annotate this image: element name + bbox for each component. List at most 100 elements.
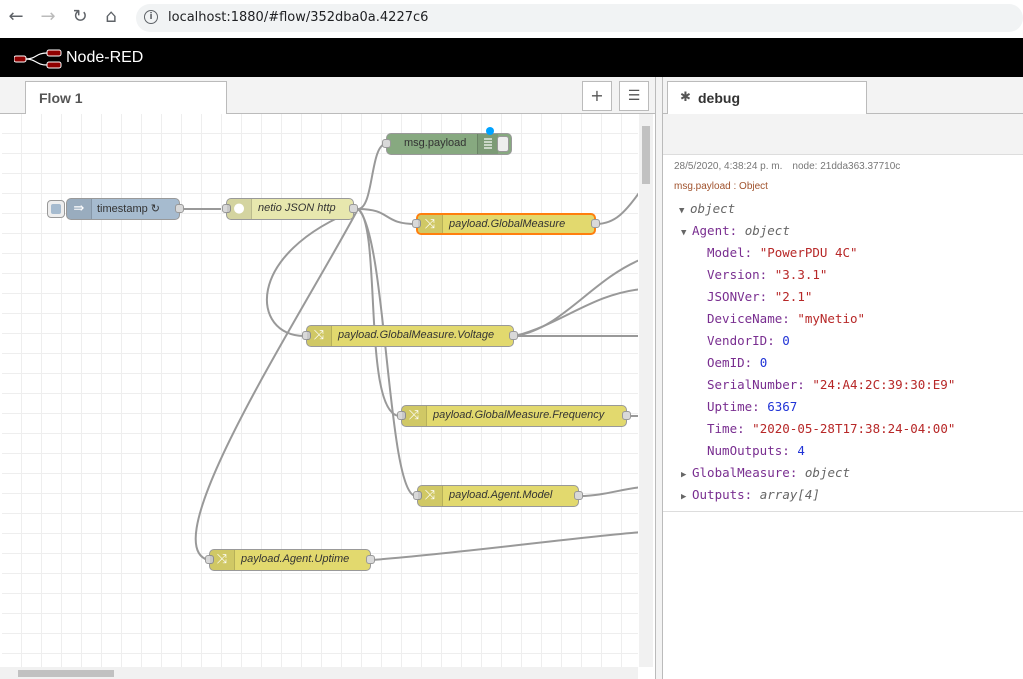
wire-voltage-out1	[514, 259, 638, 337]
sidebar-tabs: ✱ debug	[663, 77, 1023, 114]
output-port[interactable]	[509, 331, 518, 340]
wire-netio-voltage	[265, 208, 359, 337]
node-payload-frequency[interactable]: ⤨ payload.GlobalMeasure.Frequency	[397, 405, 631, 427]
caret-right-icon[interactable]: ▶	[681, 492, 687, 502]
change-node-icon: ⤨	[307, 326, 332, 346]
add-flow-button[interactable]: +	[582, 81, 612, 111]
caret-down-icon[interactable]: ▼	[679, 206, 685, 216]
wire-netio-msgpayload	[357, 143, 387, 210]
input-port[interactable]	[397, 411, 406, 420]
node-label: payload.GlobalMeasure.Frequency	[433, 409, 605, 421]
output-port[interactable]	[591, 219, 600, 228]
bug-icon: ✱	[680, 90, 691, 105]
wire-netio-model	[357, 208, 417, 497]
tree-field: Version: "3.3.1"	[707, 267, 828, 282]
tree-field: VendorID: 0	[707, 333, 790, 348]
input-port[interactable]	[382, 139, 391, 148]
node-timestamp[interactable]: ⇛ timestamp ↻	[47, 198, 184, 220]
back-icon[interactable]: ←	[8, 6, 24, 27]
inject-arrow-icon: ⇛	[67, 199, 92, 219]
tab-flow-1[interactable]: Flow 1	[25, 81, 227, 114]
node-label: payload.GlobalMeasure.Voltage	[338, 329, 495, 341]
output-port[interactable]	[366, 555, 375, 564]
debug-toggle-button[interactable]	[497, 136, 509, 152]
wire-model-out	[579, 486, 638, 497]
input-port[interactable]	[413, 491, 422, 500]
node-label: netio JSON http	[258, 202, 336, 214]
wire-netio-frequency	[357, 208, 401, 417]
output-port[interactable]	[175, 204, 184, 213]
debug-sidebar: ✱ debug 28/5/2020, 4:38:24 p. m. node: 21…	[663, 77, 1023, 679]
tree-field: OemID: 0	[707, 355, 768, 370]
inject-button[interactable]	[47, 200, 65, 218]
input-port[interactable]	[222, 204, 231, 213]
node-netio-json-http[interactable]: ● netio JSON http	[222, 198, 358, 220]
node-label: payload.Agent.Model	[449, 489, 553, 501]
tree-field: Time: "2020-05-28T17:38:24-04:00"	[707, 421, 956, 436]
debug-list-icon	[477, 134, 498, 154]
scroll-thumb[interactable]	[642, 126, 650, 184]
horizontal-scrollbar[interactable]	[0, 667, 638, 679]
tree-field: DeviceName: "myNetio"	[707, 311, 866, 326]
url-text: localhost:1880/#flow/352dba0a.4227c6	[168, 10, 429, 25]
input-port[interactable]	[302, 331, 311, 340]
wire-netio-uptime	[194, 208, 359, 561]
panel-resize-handle[interactable]	[655, 77, 663, 679]
tree-agent[interactable]: ▼Agent: object	[681, 223, 790, 238]
message-node-id[interactable]: node: 21dda363.37710c	[792, 161, 901, 172]
message-meta: 28/5/2020, 4:38:24 p. m. node: 21dda363.3…	[674, 161, 900, 172]
tree-outputs[interactable]: ▶Outputs: array[4]	[681, 487, 820, 502]
debug-toolbar	[663, 114, 1023, 155]
scroll-thumb[interactable]	[18, 670, 114, 677]
wires	[183, 143, 638, 561]
tree-field: SerialNumber: "24:A4:2C:39:30:E9"	[707, 377, 956, 392]
node-label: payload.GlobalMeasure	[449, 218, 566, 230]
change-node-icon: ⤨	[418, 486, 443, 506]
node-label: timestamp ↻	[97, 203, 161, 215]
address-bar[interactable]: i localhost:1880/#flow/352dba0a.4227c6	[136, 4, 1023, 32]
changed-indicator-icon	[486, 127, 494, 135]
list-flows-button[interactable]: ☰	[619, 81, 649, 111]
input-port[interactable]	[412, 219, 421, 228]
node-payload-agent-uptime[interactable]: ⤨ payload.Agent.Uptime	[205, 549, 375, 571]
node-payload-agent-model[interactable]: ⤨ payload.Agent.Model	[413, 485, 583, 507]
output-port[interactable]	[349, 204, 358, 213]
tree-root[interactable]: ▼object	[679, 201, 736, 216]
home-icon[interactable]: ⌂	[105, 6, 117, 27]
browser-toolbar: ← → ↻ ⌂ i localhost:1880/#flow/352dba0a.…	[0, 0, 1023, 36]
wire-voltage-out2	[514, 288, 638, 337]
tree-globalmeasure[interactable]: ▶GlobalMeasure: object	[681, 465, 851, 480]
reload-icon[interactable]: ↻	[72, 6, 88, 27]
wire-uptime-out	[371, 531, 638, 561]
node-label: payload.Agent.Uptime	[241, 553, 350, 565]
message-topic: msg.payload : Object	[674, 181, 768, 192]
caret-right-icon[interactable]: ▶	[681, 470, 687, 480]
change-node-icon: ⤨	[418, 215, 443, 233]
vertical-scrollbar[interactable]	[639, 114, 653, 667]
forward-icon[interactable]: →	[40, 6, 56, 27]
tree-field: Uptime: 6367	[707, 399, 798, 414]
app-title: Node-RED	[66, 49, 144, 66]
node-msg-payload[interactable]: msg.payload	[382, 127, 512, 155]
node-payload-globalmeasure[interactable]: ⤨ payload.GlobalMeasure	[412, 213, 600, 235]
tab-debug[interactable]: ✱ debug	[667, 81, 867, 114]
app-header: Node-RED	[0, 38, 1023, 77]
site-info-icon[interactable]: i	[144, 10, 158, 24]
tree-field: JSONVer: "2.1"	[707, 289, 813, 304]
node-red-logo	[14, 49, 62, 69]
wire-gm-out	[595, 192, 638, 225]
tree-field: Model: "PowerPDU 4C"	[707, 245, 858, 260]
flow-canvas[interactable]: msg.payload ⇛ timestamp ↻ ● netio JSON h…	[2, 114, 638, 667]
input-port[interactable]	[205, 555, 214, 564]
output-port[interactable]	[622, 411, 631, 420]
caret-down-icon[interactable]: ▼	[681, 228, 687, 238]
change-node-icon: ⤨	[210, 550, 235, 570]
workspace: Flow 1 + ☰	[0, 77, 662, 679]
change-node-icon: ⤨	[402, 406, 427, 426]
output-port[interactable]	[574, 491, 583, 500]
workspace-tabs: Flow 1 + ☰	[0, 77, 662, 114]
node-payload-voltage[interactable]: ⤨ payload.GlobalMeasure.Voltage	[302, 325, 518, 347]
tab-label: debug	[698, 90, 740, 106]
tab-label: Flow 1	[39, 90, 83, 106]
message-timestamp: 28/5/2020, 4:38:24 p. m.	[674, 161, 783, 172]
